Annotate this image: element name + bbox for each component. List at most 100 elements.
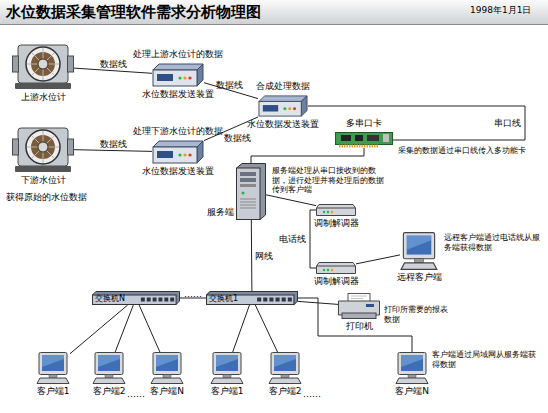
sender-icon-part [178,76,181,79]
note-text: 打印所需要的报表数据 [384,305,448,324]
pc-icon [400,232,438,270]
pc-icon-part [156,355,178,371]
pc-icon-part [49,375,57,378]
node-label: 处理下游水位计的数据 [124,126,232,137]
printer-device: 打印机 [338,293,380,319]
gauge-icon-part [26,47,60,81]
modem-box: 调制解调器 [316,262,356,274]
pc-icon-part [163,375,171,378]
cable-label: 串口线 [494,118,521,129]
sender-icon-part [293,107,296,110]
sender-icon-part [263,105,278,111]
cable-label: 网线 [255,250,273,261]
date-label: 1998年1月1日 [470,5,546,16]
client-computer: 客户端1 [210,352,244,384]
client-computer: 客户端N [395,352,429,384]
sender-icon-part [183,153,186,156]
card-icon-part [383,134,389,142]
switch-icon-part [276,298,280,302]
sender-icon-part [153,141,203,147]
gauge-icon-part [15,166,71,172]
pc-icon-part [216,355,238,371]
pc-icon-part [401,263,437,270]
gauge-icon [12,42,74,90]
gauge-icon-part [27,131,59,163]
switch-icon-part [158,298,162,302]
pc-icon-part [223,375,231,378]
switch-icon-part [207,292,298,305]
sender-icon [258,95,308,117]
gauge-icon-part [38,142,48,152]
pc-icon [268,352,302,384]
cable-label: …… [184,289,202,300]
printer-icon-part [342,313,376,319]
sender-icon-part [197,141,203,163]
pc-icon [210,352,244,384]
sender-icon-part [153,70,197,86]
pc-icon-part [95,353,123,375]
node-label: 下游水位计 [8,175,78,186]
node-label: 客户端2 [84,386,134,397]
cable-line [255,305,277,352]
modem-icon [316,262,356,274]
card-icon-part [339,145,379,148]
modem-icon-part [331,211,333,213]
note-text: 远程客户端通过电话线从服务端获得数据 [444,233,544,252]
modem-icon-part [317,266,356,267]
cable-label: 电话线 [279,234,306,245]
sender-icon-part [288,107,291,110]
cable-label: 数据线 [216,79,243,90]
server-icon-part [240,199,256,208]
pc-icon-part [151,378,183,384]
client-computer: 远程客户端 [400,232,438,270]
server-icon-part [237,168,261,220]
modem-icon [316,204,356,216]
node-label: 调制解调器 [311,276,361,287]
cable-line [74,68,152,73]
data-sender: 处理上游水位计的数据水位数据发送装置 [152,63,204,87]
cable-line [115,305,133,352]
modem-box: 调制解调器 [316,204,356,216]
pc-icon-part [153,353,181,375]
switch-icon-part [282,298,286,302]
note-text: 服务端处理从串口接收到的数据，进行处理并将处理后的数据传到客户端 [272,166,390,195]
pc-icon-part [216,355,238,367]
node-label: 合成处理数据 [233,81,333,92]
pc-icon [92,352,126,384]
sender-icon [152,140,204,164]
ellipsis-mark: …… [300,389,324,400]
water-gauge: 下游水位计 [12,125,74,173]
card-icon-part [336,133,393,145]
pc-icon-part [415,259,424,263]
gauge-icon-part [68,139,74,155]
note-text: 采集的数据通过串口线传入多功能卡 [398,146,544,156]
switch-icon-part [92,295,176,305]
server-icon-part [240,172,256,176]
sender-icon-part [283,107,286,110]
client-computer: 客户端N [150,352,184,384]
pc-icon-part [271,353,299,375]
pc-icon-part [401,355,423,371]
node-label: 客户端2 [260,386,310,397]
card-icon-part [355,135,363,141]
switch-icon-part [207,295,294,305]
pc-icon-part [401,355,423,367]
modem-icon-part [327,269,329,271]
sender-icon-part [153,64,203,70]
gauge-icon-part [13,56,19,72]
cable-line [356,255,400,264]
pc-icon [150,352,184,384]
node-label: 客户端1 [202,386,252,397]
printer-icon [338,293,380,319]
cable-line [74,150,152,152]
switch-icon-part [153,298,157,302]
note-text: 客户端通过局域网从服务端获得数据 [432,350,538,369]
sender-icon-part [301,96,307,116]
modem-icon-part [323,211,325,213]
network-switch: 交换机N [92,291,180,305]
sender-icon-part [178,153,181,156]
diagram-title: 水位数据采集管理软件需求分析物理图 [6,3,261,21]
serial-card: 多串口卡 [335,132,393,148]
printer-icon-part [351,296,367,299]
